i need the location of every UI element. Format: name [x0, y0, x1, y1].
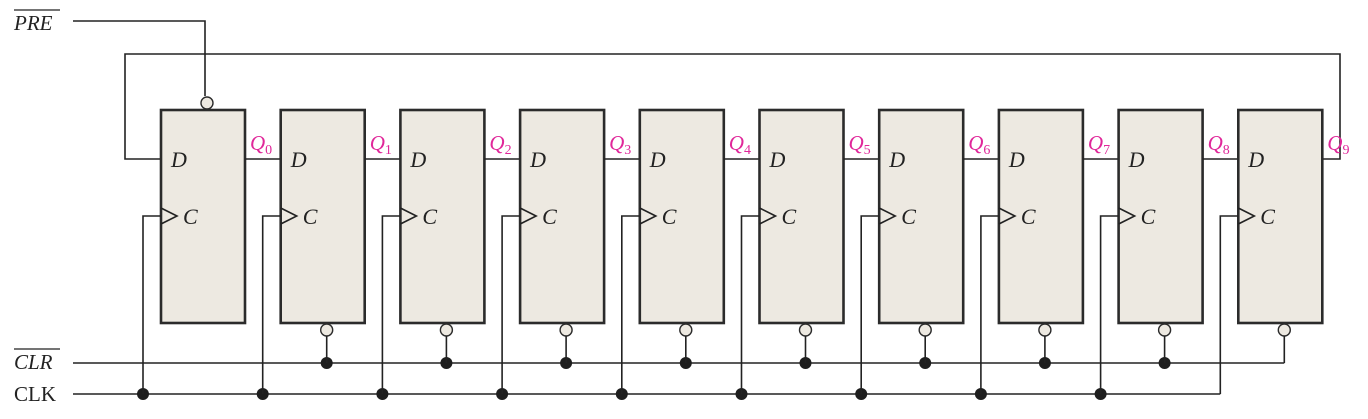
- clock-stub-wire: [142, 215, 161, 394]
- output-q2-label: Q2: [489, 131, 511, 158]
- clock-input-label: C: [303, 204, 318, 229]
- output-q7-label: Q7: [1088, 131, 1110, 158]
- clock-stub-wire: [860, 215, 880, 394]
- clear-bubble: [1157, 323, 1172, 337]
- clock-edge-triangle: [878, 207, 897, 225]
- clock-edge-triangle: [519, 207, 538, 225]
- clock-edge-triangle: [400, 207, 419, 225]
- clock-stub-wire: [740, 215, 760, 394]
- output-q4-label: Q4: [729, 131, 751, 158]
- output-q9-label: Q9: [1327, 131, 1349, 158]
- clock-stub-wire: [1219, 215, 1239, 394]
- d-input-label: D: [1128, 147, 1145, 172]
- clear-bubble: [1277, 323, 1292, 337]
- clear-bubble: [679, 323, 693, 337]
- clock-stub-wire: [980, 215, 999, 394]
- output-q8-label: Q8: [1208, 131, 1230, 158]
- d-input-label: D: [1247, 147, 1264, 172]
- d-input-label: D: [409, 147, 426, 172]
- flip-flop-0: D C Q0: [142, 96, 281, 394]
- flip-flop-1: D C Q1: [261, 108, 401, 394]
- flip-flop-body: [877, 108, 965, 325]
- flip-flop-body: [518, 108, 606, 325]
- clear-bubble: [918, 323, 932, 337]
- clear-bubble: [439, 323, 454, 337]
- clear-bubble: [1038, 323, 1052, 337]
- clock-input-label: C: [542, 204, 557, 229]
- clr-label: CLR: [14, 350, 53, 374]
- flip-flop-9: D C Q9: [1219, 108, 1349, 394]
- clk-label: CLK: [14, 382, 56, 406]
- clock-edge-triangle: [1118, 207, 1137, 225]
- clock-stub-wire: [1099, 215, 1119, 394]
- pre-wire: [73, 20, 206, 96]
- clock-edge-triangle: [998, 207, 1017, 225]
- flip-flop-body: [1117, 108, 1204, 325]
- clock-stub-wire: [501, 215, 521, 394]
- clock-input-label: C: [662, 204, 677, 229]
- clock-input-label: C: [1021, 204, 1036, 229]
- clock-input-label: C: [183, 204, 198, 229]
- flip-flop-body: [159, 108, 247, 325]
- d-input-label: D: [170, 147, 187, 172]
- flip-flop-2: D C Q2: [381, 108, 521, 394]
- clear-bubble: [320, 323, 334, 337]
- clock-input-label: C: [422, 204, 437, 229]
- output-q6-label: Q6: [968, 131, 990, 158]
- output-q3-label: Q3: [609, 131, 631, 158]
- clock-input-label: C: [1260, 204, 1275, 229]
- clock-stub-wire: [261, 215, 281, 394]
- flip-flop-body: [758, 108, 845, 325]
- clock-input-label: C: [901, 204, 916, 229]
- flip-flop-3: D C Q3: [501, 108, 640, 394]
- output-q5-label: Q5: [849, 131, 871, 158]
- feedback-wire: [124, 53, 1341, 160]
- flip-flop-body: [1237, 108, 1324, 325]
- flip-flop-body: [638, 108, 726, 325]
- clock-stub-wire: [381, 215, 401, 394]
- pre-label: PRE: [13, 11, 53, 35]
- flip-flop-7: D C Q7: [980, 108, 1119, 394]
- flip-flop-body: [279, 108, 367, 325]
- d-input-label: D: [769, 147, 786, 172]
- clock-edge-triangle: [759, 207, 778, 225]
- preset-bubble: [200, 96, 214, 110]
- clock-input-label: C: [782, 204, 797, 229]
- clock-edge-triangle: [639, 207, 658, 225]
- clk-net: [73, 388, 1221, 400]
- flip-flop-body: [997, 108, 1085, 325]
- flip-flop-6: D C Q6: [860, 108, 999, 394]
- flip-flop-8: D C Q8: [1099, 108, 1239, 394]
- d-input-label: D: [1008, 147, 1025, 172]
- clear-bubble: [798, 323, 813, 337]
- clr-net: [73, 357, 1285, 369]
- output-q1-label: Q1: [370, 131, 392, 158]
- flip-flop-4: D C Q4: [621, 108, 760, 394]
- clock-stub-wire: [621, 215, 640, 394]
- clock-edge-triangle: [1237, 207, 1257, 225]
- d-input-label: D: [290, 147, 307, 172]
- d-input-label: D: [529, 147, 546, 172]
- output-q0-label: Q0: [250, 131, 272, 158]
- d-input-label: D: [888, 147, 905, 172]
- clock-edge-triangle: [160, 207, 179, 225]
- flip-flop-body: [399, 108, 486, 325]
- d-input-label: D: [649, 147, 666, 172]
- clear-bubble: [559, 323, 573, 337]
- clock-edge-triangle: [280, 207, 299, 225]
- clock-input-label: C: [1141, 204, 1156, 229]
- flip-flop-5: D C Q5: [740, 108, 880, 394]
